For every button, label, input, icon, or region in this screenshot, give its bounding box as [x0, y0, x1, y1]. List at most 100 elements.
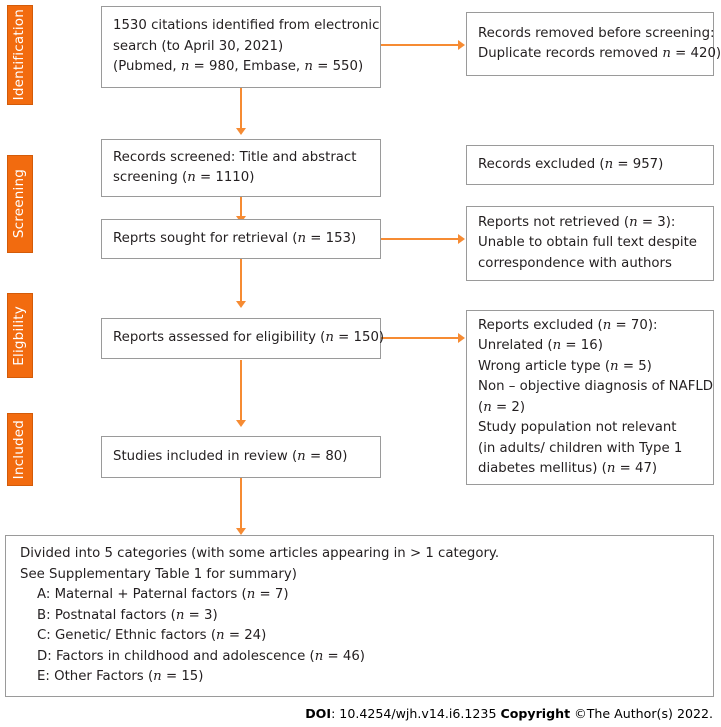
assessed-pre: Reports assessed for eligibility (	[113, 330, 326, 346]
box-records-screened: Records screened: Title and abstract scr…	[101, 139, 381, 197]
re-l3-n: n	[610, 358, 619, 374]
reports-excluded-l6: Study population not relevant	[478, 420, 677, 435]
cat-d-n: n	[314, 648, 324, 664]
footer-doi-label: DOI	[305, 706, 332, 721]
included-line1: Studies included in review (n = 80)	[113, 447, 369, 468]
box-reports-sought: Reprts sought for retrieval (n = 153)	[101, 219, 381, 259]
re-l2-n: n	[552, 338, 562, 353]
duplicates-line2-post: = 420)	[670, 46, 721, 61]
duplicates-line1: Records removed before screening:	[478, 25, 715, 41]
arrowhead-included-to-categories	[236, 528, 246, 535]
cat-e-n: n	[153, 669, 162, 685]
reports-excluded-l2: Unrelated (n = 16)	[478, 336, 702, 357]
stage-tab-identification-label: Identification	[11, 9, 28, 101]
not-retrieved-post: = 3):	[637, 214, 676, 230]
sought-line1: Reprts sought for retrieval (n = 153)	[113, 229, 369, 250]
duplicates-line2: Duplicate records removed n = 420)	[478, 44, 721, 65]
screened-line1: Records screened: Title and abstract	[113, 149, 357, 165]
connector-screened-to-sought	[240, 196, 242, 219]
citations-line3-mid: = 980, Embase,	[189, 59, 305, 75]
not-retrieved-line3: correspondence with authors	[478, 255, 672, 271]
citations-identified-line2: search (to April 30, 2021)	[113, 38, 284, 54]
not-retrieved-n: n	[629, 214, 638, 230]
reports-excluded-l3: Wrong article type (n = 5)	[478, 357, 702, 378]
duplicates-line2-n: n	[662, 46, 671, 61]
arrowhead-sought-to-not-retrieved	[458, 234, 465, 244]
re-l1-pre: Reports excluded (	[478, 317, 603, 333]
screened-line2-post: = 1110)	[195, 170, 255, 185]
stage-tab-eligibility-label: Eligbility	[11, 305, 28, 366]
box-records-excluded: Records excluded (n = 957)	[466, 145, 714, 185]
box-citations-identified: 1530 citations identified from electroni…	[101, 6, 381, 88]
records-excluded-pre: Records excluded (	[478, 156, 605, 172]
arrowhead-identified-to-duplicates	[458, 40, 465, 50]
cat-a-n: n	[246, 587, 256, 603]
box-reports-not-retrieved: Reports not retrieved (n = 3): Unable to…	[466, 206, 714, 281]
records-excluded-post: = 957)	[613, 156, 664, 172]
not-retrieved-line2: Unable to obtain full text despite	[478, 235, 697, 251]
footer-citation: DOI: 10.4254/wjh.v14.i6.1235 Copyright ©…	[305, 706, 713, 721]
category-item-e: E: Other Factors (n = 15)	[20, 667, 699, 688]
assessed-line1: Reports assessed for eligibility (n = 15…	[113, 328, 384, 349]
re-l8-post: = 47)	[615, 461, 658, 476]
connector-assessed-to-included	[240, 360, 242, 422]
re-l5-post: = 2)	[491, 399, 526, 415]
category-item-d: D: Factors in childhood and adolescence …	[20, 647, 699, 668]
arrowhead-assessed-to-included	[236, 420, 246, 427]
sought-post: = 153)	[306, 230, 357, 246]
citations-line3-pre: (Pubmed,	[113, 59, 181, 75]
reports-excluded-l5: (n = 2)	[478, 398, 702, 419]
stage-tab-screening: Screening	[7, 155, 33, 253]
category-item-b: B: Postnatal factors (n = 3)	[20, 606, 699, 627]
stage-tab-eligibility: Eligbility	[7, 293, 33, 378]
not-retrieved-pre: Reports not retrieved (	[478, 214, 630, 230]
screened-line2: screening (n = 1110)	[113, 168, 369, 189]
cat-d-pre: D: Factors in childhood and adolescence …	[37, 648, 315, 664]
citations-line3-post: = 550)	[312, 59, 364, 75]
included-pre: Studies included in review (	[113, 448, 298, 464]
cat-a-post: = 7)	[255, 587, 289, 603]
cat-b-pre: B: Postnatal factors (	[37, 607, 176, 623]
arrowhead-identified-to-screened	[236, 128, 246, 135]
footer-doi-value: : 10.4254/wjh.v14.i6.1235	[331, 706, 501, 721]
included-n: n	[297, 448, 306, 464]
cat-b-n: n	[175, 607, 185, 623]
screened-line2-pre: screening (	[113, 170, 188, 185]
box-duplicates-removed: Records removed before screening: Duplic…	[466, 12, 721, 76]
box-studies-included: Studies included in review (n = 80)	[101, 436, 381, 478]
categories-line2: See Supplementary Table 1 for summary)	[20, 566, 297, 582]
re-l3-post: = 5)	[618, 358, 652, 374]
stage-tab-identification: Identification	[7, 5, 33, 105]
stage-tab-included-label: Included	[11, 419, 28, 480]
stage-tab-screening-label: Screening	[11, 169, 28, 239]
re-l3-pre: Wrong article type (	[478, 358, 611, 374]
cat-c-pre: C: Genetic/ Ethnic factors (	[37, 628, 217, 644]
cat-e-pre: E: Other Factors (	[37, 669, 154, 685]
citations-line3-n2: n	[304, 59, 313, 75]
box-categories: Divided into 5 categories (with some art…	[5, 535, 714, 697]
reports-excluded-l1: Reports excluded (n = 70):	[478, 316, 702, 337]
footer-copyright-value: ©The Author(s) 2022.	[570, 706, 713, 721]
re-l8-pre: diabetes mellitus) (	[478, 461, 607, 476]
connector-sought-to-assessed	[240, 259, 242, 303]
stage-tab-included: Included	[7, 413, 33, 486]
citations-identified-line1: 1530 citations identified from electroni…	[113, 18, 380, 34]
cat-b-post: = 3)	[184, 607, 218, 623]
cat-c-post: = 24)	[224, 628, 267, 644]
screened-line2-n: n	[187, 170, 196, 185]
category-item-a: A: Maternal + Paternal factors (n = 7)	[20, 585, 699, 606]
arrowhead-sought-to-assessed	[236, 301, 246, 308]
cat-d-post: = 46)	[323, 648, 365, 664]
connector-included-to-categories	[240, 478, 242, 530]
re-l2-post: = 16)	[561, 338, 603, 353]
sought-n: n	[297, 230, 307, 246]
assessed-n: n	[325, 330, 334, 346]
re-l1-n: n	[602, 317, 612, 333]
cat-c-n: n	[216, 628, 225, 644]
re-l5-pre: (	[478, 399, 484, 415]
reports-excluded-l4: Non – objective diagnosis of NAFLD	[478, 379, 714, 394]
box-reports-assessed: Reports assessed for eligibility (n = 15…	[101, 318, 384, 359]
reports-excluded-l7: (in adults/ children with Type 1	[478, 440, 683, 456]
included-post: = 80)	[305, 448, 348, 464]
